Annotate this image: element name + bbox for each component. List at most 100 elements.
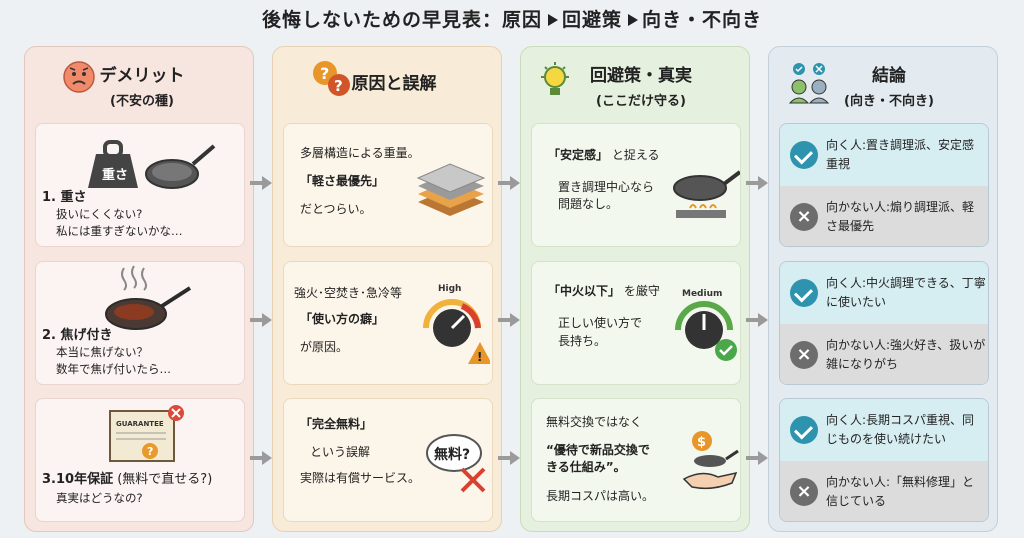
demerit-heading: 1. 重さ [42,190,87,205]
demerit-line: 私には重すぎないかな… [56,224,183,238]
column-solutions: 回避策・真実 (ここだけ守る) 「安定感」 と捉える 置き調理中心なら 問題なし… [520,46,750,532]
conclusion-card-weight: 向く人:置き調理派、安定感重視 × 向かない人:煽り調理派、軽さ最優先 [779,123,989,247]
certificate-label: GUARANTEE [116,420,164,428]
page-title: 後悔しないための早見表：原因回避策向き・不向き [0,5,1024,32]
cross-icon: × [790,341,818,369]
cause-highlight: 「軽さ最優先」 [300,174,385,188]
conclusion-card-heat: 向く人:中火調理できる、丁寧に使いたい × 向かない人:強火好き、扱いが雑になり… [779,261,989,385]
demerit-heading-note: (無料で直せる?) [117,472,213,487]
cause-card-weight: 多層構造による重量。 「軽さ最優先」 だとつらい。 [283,123,493,247]
cause-line: 多層構造による重量。 [300,146,420,160]
unsuitable-row: × 向かない人:煽り調理派、軽さ最優先 [780,186,988,246]
weight-icon-label: 重さ [102,167,128,183]
lightbulb-icon [541,62,569,95]
demerit-card-scorching: 2. 焦げ付き 本当に焦げない？ 数年で焦げ付いたら… [35,261,245,385]
suitable-text: 向く人:長期コスパ重視、同じものを使い続けたい [826,413,975,446]
conclusion-card-warranty: 向く人:長期コスパ重視、同じものを使い続けたい × 向かない人:「無料修理」と信… [779,398,989,522]
flow-arrow-icon [250,451,272,465]
suitable-row: 向く人:置き調理派、安定感重視 [780,124,988,186]
solution-highlight: きる仕組み”。 [546,460,626,474]
cause-line: 強火･空焚き･急冷等 [294,286,403,300]
demerit-card-weight: 重さ 1. 重さ 扱いにくくない? 私には重すぎないかな… [35,123,245,247]
column-title: 結論 [872,66,906,86]
flow-arrow-icon [498,451,520,465]
demerit-heading: 3.10年保証 [42,472,114,487]
check-icon [790,416,818,444]
solution-card-weight: 「安定感」 と捉える 置き調理中心なら 問題なし。 [531,123,741,247]
cause-line: だとつらい。 [300,202,372,216]
people-vote-icon [788,63,830,104]
check-icon [790,279,818,307]
demerit-line: 真実はどうなの? [56,491,143,505]
cause-card-usage: 強火･空焚き･急冷等 「使い方の癖」 が原因。 High ! [283,261,493,385]
solution-line: 置き調理中心なら [558,180,655,194]
svg-text:?: ? [320,64,329,83]
unsuitable-row: × 向かない人:「無料修理」と信じている [780,461,988,521]
svg-text:!: ! [477,350,482,364]
column-conclusions: 結論 (向き・不向き) 向く人:置き調理派、安定感重視 × 向かない人:煽り調理… [768,46,998,532]
gauge-label: Medium [682,289,722,299]
medium-heat-gauge-icon: Medium [675,289,737,361]
column-title: デメリット [99,66,185,86]
cause-highlight: 「完全無料」 [300,417,373,431]
gauge-label: High [438,284,461,294]
flow-arrow-icon [746,451,768,465]
unsuitable-text: 向かない人:強火好き、扱いが雑になりがち [826,338,986,371]
demerit-card-warranty: GUARANTEE ? 3.10年保証 (無料で直せる?) 真実はどうなの? [35,398,245,522]
pan-on-stove-icon [673,170,740,218]
column-causes: ? ? 原因と誤解 多層構造による重量。 「軽さ最優先」 だとつらい。 強火･空… [272,46,502,532]
solution-highlight: “優待で新品交換で [546,443,650,457]
flow-arrow-icon [746,176,768,190]
column-subtitle: (不安の種) [110,94,174,109]
unsuitable-row: × 向かない人:強火好き、扱いが雑になりがち [780,324,988,384]
cause-card-warranty: 「完全無料」 という誤解 実際は有償サービス。 無料? [283,398,493,522]
cause-line: 実際は有償サービス。 [300,471,421,485]
cross-icon: × [790,203,818,231]
demerit-line: 数年で焦げ付いたら… [56,362,171,376]
demerit-line: 扱いにくくない? [56,207,143,221]
title-part-suitability: 向き・不向き [642,9,763,31]
bubble-label: 無料? [434,446,470,463]
cause-highlight: 「使い方の癖」 [300,312,385,326]
title-arrow-icon [547,14,558,26]
demerit-heading: 2. 焦げ付き [42,328,113,343]
flow-arrow-icon [498,176,520,190]
suitable-text: 向く人:置き調理派、安定感重視 [826,138,975,171]
warranty-certificate-icon: GUARANTEE ? [109,405,184,462]
demerit-line: 本当に焦げない？ [56,345,148,359]
question-bubbles-icon: ? ? [313,61,350,96]
column-demerits: デメリット (不安の種) 重さ 1. 重さ 扱いにくくない? 私には重すぎないか… [24,46,254,532]
cause-line: が原因。 [300,340,349,354]
free-question-bubble-icon: 無料? [426,434,486,493]
title-arrow-icon [628,14,638,26]
flow-arrow-icon [250,176,272,190]
solution-highlight: 「安定感」 [548,148,609,162]
high-heat-gauge-icon: High ! [423,284,490,364]
svg-text:?: ? [334,77,343,95]
cross-icon: × [790,478,818,506]
solution-line: 長期コスパは高い。 [546,489,655,503]
unsuitable-text: 向かない人:「無料修理」と信じている [826,475,975,508]
svg-text:?: ? [147,445,153,458]
burnt-pan-icon [105,265,192,330]
coin-label: $ [697,435,706,450]
cause-line: という誤解 [310,445,371,459]
solution-line: と捉える [611,148,660,162]
suitable-row: 向く人:長期コスパ重視、同じものを使い続けたい [780,399,988,461]
flow-arrow-icon [498,313,520,327]
hand-coin-pan-icon: $ [682,431,739,490]
solution-line: を厳守 [623,284,660,298]
solution-line: 正しい使い方で [558,316,643,330]
column-title: 回避策・真実 [590,66,692,86]
suitable-text: 向く人:中火調理できる、丁寧に使いたい [826,276,986,309]
column-subtitle: (ここだけ守る) [596,94,686,109]
layered-material-icon [416,163,486,216]
solution-highlight: 「中火以下」 [548,284,621,298]
column-title: 原因と誤解 [351,74,437,94]
solution-card-heat: 「中火以下」 を厳守 正しい使い方で 長持ち。 Medium [531,261,741,385]
check-icon [790,141,818,169]
solution-card-warranty: 無料交換ではなく “優待で新品交換で きる仕組み”。 長期コスパは高い。 $ [531,398,741,522]
column-subtitle: (向き・不向き) [844,94,934,109]
solution-line: 無料交換ではなく [546,415,643,429]
solution-line: 問題なし。 [558,197,619,211]
